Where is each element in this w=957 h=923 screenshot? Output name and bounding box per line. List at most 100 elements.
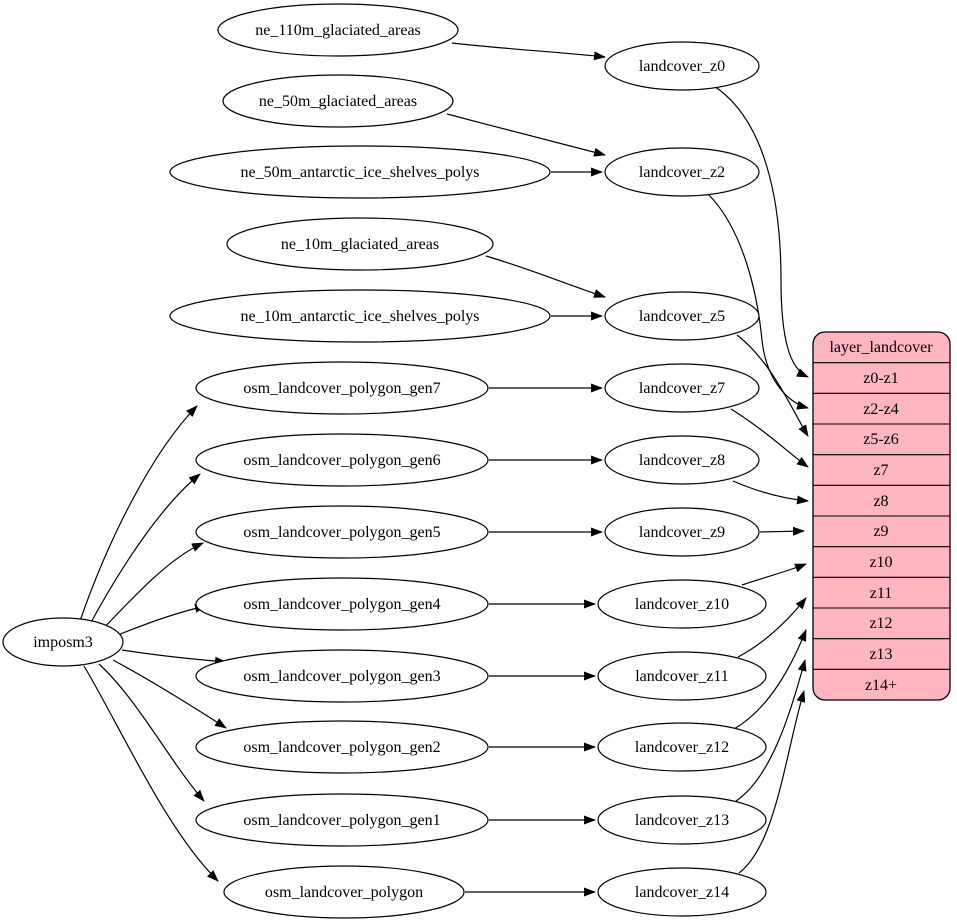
edge-z7-row-z7 xyxy=(730,408,809,468)
table-ellipse xyxy=(604,363,760,413)
node-table-landcover-z13: landcover_z13 xyxy=(597,795,767,845)
table-ellipse xyxy=(604,41,760,91)
edge-z12-row-z12 xyxy=(733,629,807,730)
node-source-ne-10m-antarctic-ice-shelves-polys: ne_10m_antarctic_ice_shelves_polys xyxy=(169,289,551,343)
source-label: osm_landcover_polygon_gen6 xyxy=(243,452,440,469)
edge-ne10m-glaciated-z5 xyxy=(485,255,606,298)
node-source-osm-landcover-polygon-gen4: osm_landcover_polygon_gen4 xyxy=(195,577,489,631)
record-row-z5-z6: z5-z6 xyxy=(863,431,899,448)
edge-z11-row-z11 xyxy=(737,597,807,658)
edge-ne50m-glaciated-z2 xyxy=(446,113,606,157)
edge-z9-row-z9 xyxy=(759,526,805,536)
node-table-landcover-z5: landcover_z5 xyxy=(604,291,760,341)
source-ellipse xyxy=(195,577,489,631)
node-table-landcover-z14: landcover_z14 xyxy=(597,867,767,917)
source-label: ne_50m_antarctic_ice_shelves_polys xyxy=(240,164,479,181)
imposm3-ellipse xyxy=(2,617,124,667)
source-ellipse xyxy=(222,74,454,128)
node-table-landcover-z0: landcover_z0 xyxy=(604,41,760,91)
source-label: osm_landcover_polygon_gen2 xyxy=(243,739,440,756)
edge-z8-row-z8 xyxy=(732,480,809,505)
table-label: landcover_z12 xyxy=(635,739,729,756)
table-label: landcover_z8 xyxy=(639,452,725,469)
record-row-z10: z10 xyxy=(869,554,892,571)
edge-z14-row-z14plus xyxy=(738,690,806,874)
table-ellipse xyxy=(597,722,767,772)
table-ellipse xyxy=(597,867,767,917)
source-label: osm_landcover_polygon_gen4 xyxy=(243,596,440,613)
edge-imposm3-gen6 xyxy=(88,473,201,627)
node-table-landcover-z8: landcover_z8 xyxy=(604,435,760,485)
edge-imposm3-gen3 xyxy=(121,649,227,666)
table-label: landcover_z10 xyxy=(635,596,729,613)
record-row-z2-z4: z2-z4 xyxy=(863,401,899,418)
edge-z2-row-z2-z4 xyxy=(707,193,809,410)
table-label: landcover_z0 xyxy=(639,58,725,75)
source-label: ne_110m_glaciated_areas xyxy=(255,22,421,39)
record-row-z12: z12 xyxy=(869,615,892,632)
edge-imposm3-polygon xyxy=(83,665,219,882)
edge-z0-row-z0-z1 xyxy=(713,85,809,378)
source-ellipse xyxy=(195,649,489,703)
node-table-landcover-z12: landcover_z12 xyxy=(597,722,767,772)
source-label: ne_50m_glaciated_areas xyxy=(259,93,417,110)
table-label: landcover_z9 xyxy=(639,524,725,541)
source-label: osm_landcover_polygon_gen1 xyxy=(243,812,440,829)
record-row-z13: z13 xyxy=(869,646,892,663)
node-source-osm-landcover-polygon-gen6: osm_landcover_polygon_gen6 xyxy=(195,433,489,487)
node-source-osm-landcover-polygon: osm_landcover_polygon xyxy=(223,865,465,919)
record-row-z14plus: z14+ xyxy=(865,677,897,694)
source-ellipse xyxy=(169,145,551,199)
source-label: ne_10m_antarctic_ice_shelves_polys xyxy=(240,308,479,325)
record-row-z11: z11 xyxy=(870,585,893,602)
node-table-landcover-z7: landcover_z7 xyxy=(604,363,760,413)
node-source-osm-landcover-polygon-gen3: osm_landcover_polygon_gen3 xyxy=(195,649,489,703)
table-ellipse xyxy=(604,291,760,341)
table-ellipse xyxy=(597,795,767,845)
node-source-osm-landcover-polygon-gen2: osm_landcover_polygon_gen2 xyxy=(195,720,489,774)
source-label: osm_landcover_polygon_gen5 xyxy=(243,524,440,541)
source-label: osm_landcover_polygon xyxy=(265,884,423,901)
record-title: layer_landcover xyxy=(829,339,933,356)
edge-imposm3-gen7 xyxy=(79,405,198,622)
edge-z10-row-z10 xyxy=(741,563,807,586)
source-ellipse xyxy=(226,217,494,271)
node-table-landcover-z11: landcover_z11 xyxy=(597,651,767,701)
table-ellipse xyxy=(597,651,767,701)
node-source-osm-landcover-polygon-gen7: osm_landcover_polygon_gen7 xyxy=(195,361,489,415)
source-label: osm_landcover_polygon_gen3 xyxy=(243,668,440,685)
table-label: landcover_z13 xyxy=(635,812,729,829)
edge-ne110m-z0 xyxy=(451,42,606,61)
node-table-landcover-z10: landcover_z10 xyxy=(597,579,767,629)
table-label: landcover_z11 xyxy=(635,668,729,685)
edge-imposm3-gen5 xyxy=(99,542,204,633)
table-label: landcover_z7 xyxy=(639,380,725,397)
table-ellipse xyxy=(597,579,767,629)
edge-z13-row-z13 xyxy=(735,659,807,802)
edges-group xyxy=(79,42,809,897)
node-source-ne-50m-glaciated-areas: ne_50m_glaciated_areas xyxy=(222,74,454,128)
source-ellipse xyxy=(169,289,551,343)
source-label: osm_landcover_polygon_gen7 xyxy=(243,380,440,397)
node-table-landcover-z2: landcover_z2 xyxy=(604,147,760,197)
node-table-landcover-z9: landcover_z9 xyxy=(604,507,760,557)
source-ellipse xyxy=(217,3,459,57)
node-source-osm-landcover-polygon-gen1: osm_landcover_polygon_gen1 xyxy=(195,793,489,847)
record-row-z9: z9 xyxy=(873,523,888,540)
record-row-z0-z1: z0-z1 xyxy=(863,370,899,387)
edge-z5-row-z5-z6 xyxy=(736,334,809,437)
table-ellipse xyxy=(604,147,760,197)
table-ellipse xyxy=(604,435,760,485)
nodes-group: imposm3 ne_110m_glaciated_areas ne_50m_g… xyxy=(2,3,951,919)
edge-imposm3-gen4 xyxy=(117,603,207,636)
source-ellipse xyxy=(195,793,489,847)
record-row-z7: z7 xyxy=(873,462,888,479)
source-ellipse xyxy=(195,433,489,487)
table-label: landcover_z2 xyxy=(639,164,725,181)
source-ellipse xyxy=(195,505,489,559)
record-row-z8: z8 xyxy=(873,493,888,510)
source-ellipse xyxy=(195,361,489,415)
node-source-ne-110m-glaciated-areas: ne_110m_glaciated_areas xyxy=(217,3,459,57)
node-imposm3: imposm3 xyxy=(2,617,124,667)
